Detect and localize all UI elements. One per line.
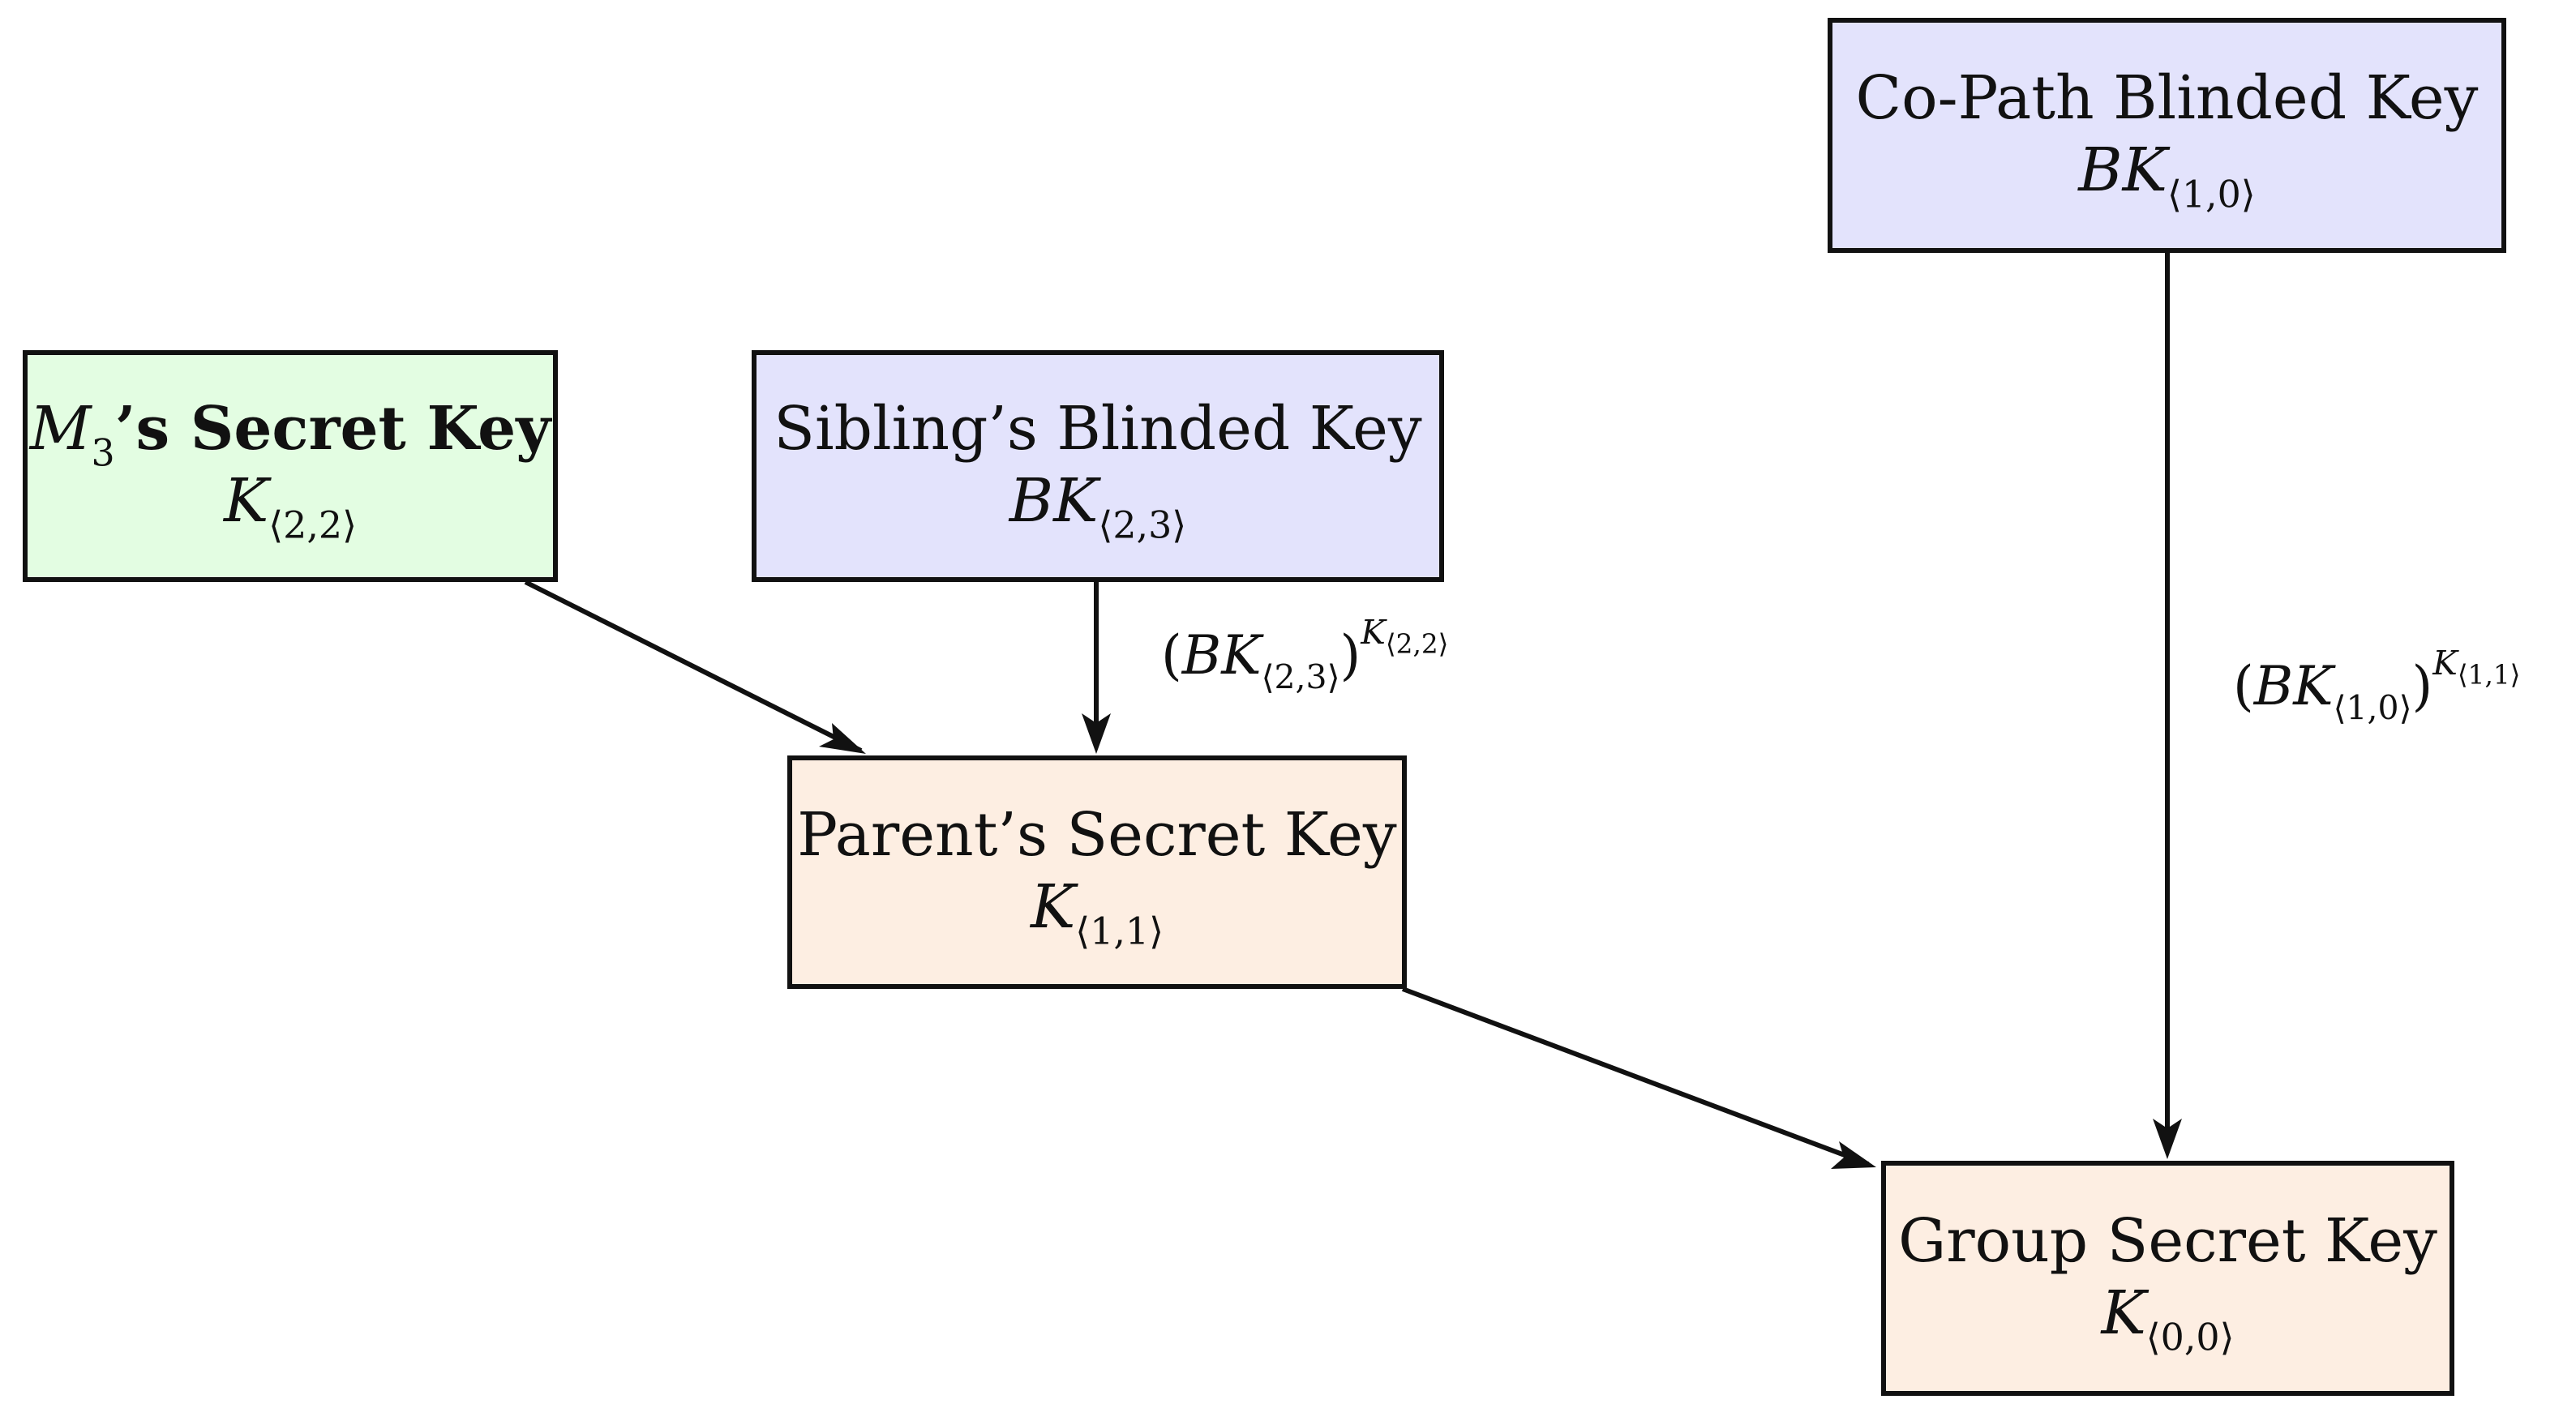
arrow-parent-to-group: [1401, 986, 1870, 1166]
sibling-label-exp-sub: ⟨2,2⟩: [1385, 628, 1449, 660]
m3-title-var: M: [29, 393, 92, 464]
sibling-label-close: ): [1339, 624, 1361, 687]
arrow-m3-to-parent: [524, 580, 863, 753]
sibling-node-key: BK⟨2,3⟩: [1009, 466, 1186, 544]
group-node-key: K⟨0,0⟩: [2101, 1278, 2234, 1356]
arrowhead-copath-to-group: [2153, 1119, 2182, 1159]
sibling-label-exponent: K⟨2,2⟩: [1361, 613, 1448, 657]
copath-label-base-var: BK: [2253, 655, 2334, 717]
parent-node-title: Parent’s Secret Key: [797, 799, 1397, 870]
arrowhead-m3-to-parent: [819, 723, 866, 754]
copath-label-base-sub: ⟨1,0⟩: [2333, 688, 2412, 728]
m3-title-rest: ’s Secret Key: [114, 393, 551, 464]
copath-label-exp-sub: ⟨1,1⟩: [2457, 659, 2521, 691]
parent-key-var: K: [1030, 872, 1076, 943]
sibling-edge-label: (BK⟨2,3⟩)K⟨2,2⟩: [1161, 616, 1448, 694]
m3-secret-key-node: M3’s Secret Key K⟨2,2⟩: [23, 350, 558, 582]
copath-node-key: BK⟨1,0⟩: [2078, 135, 2255, 213]
m3-title-var-sub: 3: [91, 430, 115, 475]
sibling-label-base-var: BK: [1181, 624, 1262, 687]
copath-label-close: ): [2411, 655, 2433, 717]
copath-blinded-key-node: Co-Path Blinded Key BK⟨1,0⟩: [1828, 18, 2506, 253]
parent-node-key: K⟨1,1⟩: [1030, 872, 1164, 950]
m3-key-sub: ⟨2,2⟩: [268, 503, 358, 547]
group-key-sub: ⟨0,0⟩: [2145, 1315, 2235, 1359]
sibling-key-var: BK: [1009, 466, 1099, 537]
parent-key-sub: ⟨1,1⟩: [1075, 909, 1164, 953]
copath-key-var: BK: [2078, 135, 2167, 206]
m3-node-title: M3’s Secret Key: [29, 393, 551, 471]
sibling-label-open: (: [1161, 624, 1182, 687]
group-key-var: K: [2101, 1278, 2146, 1349]
group-secret-key-node: Group Secret Key K⟨0,0⟩: [1881, 1161, 2454, 1396]
copath-node-title: Co-Path Blinded Key: [1855, 62, 2479, 133]
sibling-label-exp-var: K: [1361, 613, 1386, 653]
arrowhead-parent-to-group: [1831, 1141, 1876, 1169]
sibling-blinded-key-node: Sibling’s Blinded Key BK⟨2,3⟩: [752, 350, 1444, 582]
copath-label-exponent: K⟨1,1⟩: [2432, 644, 2520, 688]
copath-key-sub: ⟨1,0⟩: [2167, 172, 2256, 216]
copath-edge-label: (BK⟨1,0⟩)K⟨1,1⟩: [2233, 647, 2520, 725]
sibling-label-base-sub: ⟨2,3⟩: [1261, 657, 1340, 697]
m3-key-var: K: [223, 466, 269, 537]
sibling-key-sub: ⟨2,3⟩: [1098, 503, 1187, 547]
group-node-title: Group Secret Key: [1898, 1205, 2437, 1276]
copath-label-exp-var: K: [2432, 644, 2458, 683]
parent-secret-key-node: Parent’s Secret Key K⟨1,1⟩: [787, 755, 1407, 989]
copath-label-open: (: [2233, 655, 2254, 717]
m3-node-key: K⟨2,2⟩: [223, 466, 357, 544]
arrowhead-sibling-to-parent: [1082, 713, 1111, 754]
sibling-node-title: Sibling’s Blinded Key: [774, 393, 1422, 464]
